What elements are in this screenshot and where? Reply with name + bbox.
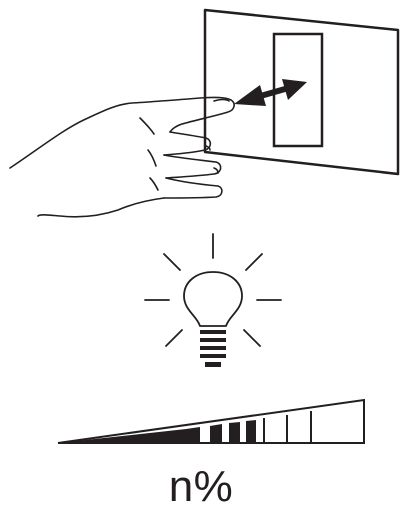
pointing-hand-icon: [10, 97, 234, 216]
dimming-ramp-icon: [58, 400, 364, 443]
wall-switch-icon: [205, 10, 398, 174]
light-bulb-icon: [145, 234, 281, 346]
bulb-base: [200, 330, 226, 367]
dimming-percent-label: n%: [0, 462, 402, 512]
